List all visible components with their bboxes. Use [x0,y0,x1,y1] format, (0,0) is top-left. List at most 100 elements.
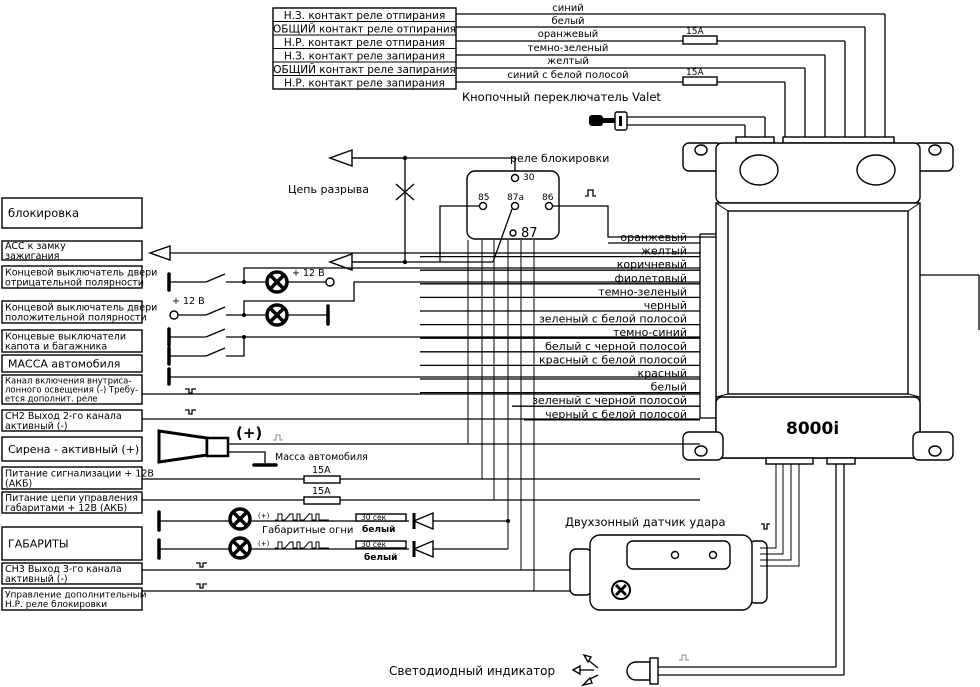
relay-contact-label: Н.З. контакт реле запирания [284,51,445,63]
timer-label: 30 сек [361,513,387,522]
fuse-icon [303,496,341,505]
wire-color-label: темно-синий [613,326,687,339]
left-label-box: Концевой выключатель двериотрицательной … [1,265,157,289]
left-label-text: МАССА автомобиля [8,357,120,370]
relay-pin-87a: 87a [507,193,524,203]
left-label-text: ACC к замку [5,241,66,252]
break-circuit-label: Цепь разрыва [288,183,369,196]
top-relay-wires [456,13,886,138]
wire-color-label: оранжевый [620,231,687,244]
pulse-icon [273,434,283,441]
fuse-label: 15А [312,486,331,497]
blocking-relay [327,149,716,271]
parking-lights [157,507,510,560]
left-label-text: Питание цепи управления [5,493,138,504]
left-label-text: ГАБАРИТЫ [8,537,69,550]
left-label-text: отрицательной полярности [5,277,144,288]
relay-contact-label: Н.З. контакт реле отпирания [284,10,446,22]
wire-color-label: белый [364,552,397,563]
wire-color-label: черный [644,299,687,312]
wire-color-label: темно-зеленый [528,43,609,54]
led-indicator [626,464,845,685]
valet-label: Кнопочный переключатель Valet [462,90,661,104]
pulse-icon [185,388,196,394]
left-label-text: Концевой выключатель двери [5,267,157,278]
relay-contact-label: ОБЩИЙ контакт реле отпирания [273,23,456,36]
relay-contact-label: ОБЩИЙ контакт реле запирания [273,63,455,76]
harness-verticals [467,240,701,591]
left-label-text: ется дополнит. реле [5,394,98,404]
left-label-text: блокировка [8,206,79,220]
left-label-text: (АКБ) [5,478,32,489]
relay-pin-85: 85 [478,193,489,203]
wire-color-label: зеленый с черной полосой [532,394,687,407]
pulse-plus-label: (+) [258,512,270,520]
fuse-icon [682,35,718,45]
wire-color-label: синий с белой полосой [507,70,628,81]
left-label-box: ГАБАРИТЫ [1,526,143,561]
left-label-box: МАССА автомобиля [1,354,143,373]
timer-label: 30 сек [361,540,387,549]
left-label-text: СН3 Выход 3-го канала [5,564,122,575]
left-label-text: Концевой выключатель двери [5,302,157,313]
wire-color-label: темно-зеленый [598,285,687,298]
left-label-text: Канал включения внутрисa- [5,376,131,386]
wire-color-label: синий [552,3,584,14]
left-label-text: зажигания [5,251,60,262]
fuse-icon [303,475,341,484]
wire-color-label: оранжевый [538,29,599,40]
left-label-text: лонного освещения (-) Требу- [5,385,138,395]
arrow-icon [147,245,171,261]
parking-lights-label: Габаритные огни [262,525,353,536]
relay-pin-87: 87 [521,226,538,241]
wire-color-label: желтый [641,245,687,258]
led-label: Светодиодный индикатор [389,664,555,678]
left-label-text: Концевые выключатели [5,331,126,342]
valet-button-icon[interactable] [589,111,628,131]
relay-contact-label: Н.Р. контакт реле отпирания [284,37,445,49]
alarm-unit [682,136,954,465]
left-label-text: Сирена - активный (+) [8,443,139,456]
plus12-label: + 12 В [172,296,205,307]
left-label-text: Управление дополнительным [5,590,147,600]
wire-color-label: желтый [547,56,589,67]
fuse-label: 15A [686,68,704,78]
pulse-icon [185,409,196,415]
plus12-label: + 12 В [292,268,325,279]
relay-pin-30: 30 [523,173,535,183]
left-label-text: активный (-) [5,421,68,432]
wire-color-label: белый [362,524,395,535]
wire-color-label: зеленый с белой полосой [539,313,687,326]
left-label-text: СН2 Выход 2-го канала [5,411,122,422]
relay-contact-label: Н.Р. контакт реле запирания [284,78,445,90]
pulse-plus-label: (+) [258,540,270,548]
pulse-icon [585,189,596,197]
pulse-icon [196,583,207,589]
left-label-text: Питание сигнализации + 12В [5,468,154,479]
unit-model-label: 8000i [786,419,839,439]
pulse-icon [761,523,770,530]
fuse-icon [682,76,718,86]
relay-pin-86: 86 [542,193,554,203]
wire-color-label: белый [551,16,584,27]
fuse-label: 15А [312,465,331,476]
wire-color-label: красный с белой полосой [539,353,687,366]
wire-color-label: белый с черной полосой [545,340,687,353]
left-label-box: Концевой выключатель двериположительной … [1,300,157,324]
shock-sensor [569,464,800,611]
siren-icon [157,429,230,464]
fuse-label: 15A [686,27,704,37]
hood-trunk-switches [167,327,700,366]
door-switch-negative [167,267,700,294]
left-label-box: Канал включения внутрисa-лонного освещен… [1,374,143,405]
left-label-text: габаритами + 12В (АКБ) [5,503,127,514]
relay-title: реле блокировки [510,152,609,165]
left-label-text: положительной полярности [5,312,147,323]
door-switch-positive [169,281,700,327]
